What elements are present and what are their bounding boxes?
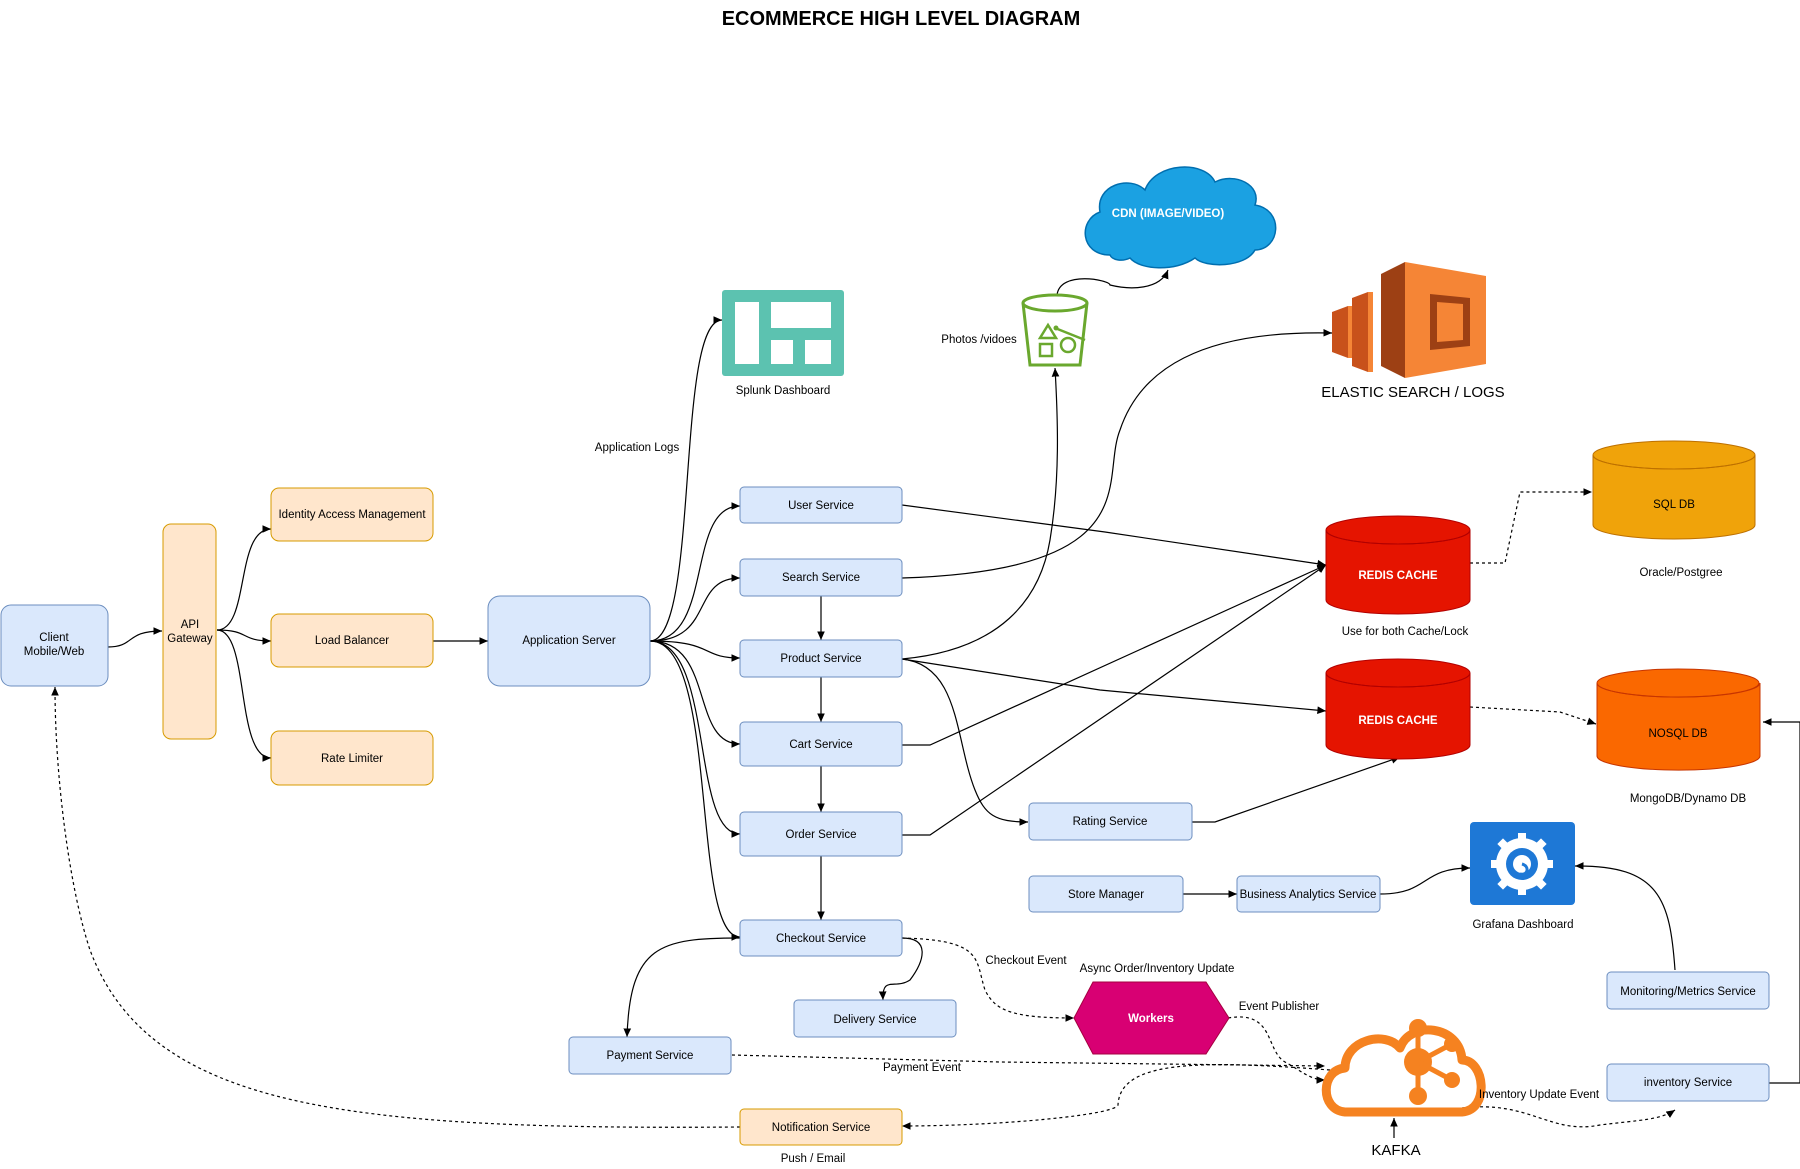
payment-event-label: Payment Event xyxy=(883,1062,962,1074)
product-service-node[interactable]: Product Service xyxy=(739,639,903,678)
cart-service-node[interactable]: Cart Service xyxy=(739,721,903,767)
inventory-service-label: inventory Service xyxy=(1644,1077,1732,1089)
rate-limiter-node[interactable]: Rate Limiter xyxy=(270,730,434,786)
client-label-line2: Mobile/Web xyxy=(24,646,85,658)
redis-cache-1-label: REDIS CACHE xyxy=(1358,570,1438,582)
elastic-label: ELASTIC SEARCH / LOGS xyxy=(1321,384,1504,401)
workers-node[interactable]: Workers xyxy=(1073,981,1230,1055)
business-analytics-label: Business Analytics Service xyxy=(1240,889,1377,901)
diagram-title: ECOMMERCE HIGH LEVEL DIAGRAM xyxy=(722,8,1081,30)
sql-note-label: Oracle/Postgree xyxy=(1639,567,1722,579)
sql-db-label: SQL DB xyxy=(1653,499,1695,511)
workers-label: Workers xyxy=(1128,1013,1174,1025)
splunk-label: Splunk Dashboard xyxy=(736,385,831,397)
store-manager-label: Store Manager xyxy=(1068,889,1144,901)
kafka-label: KAFKA xyxy=(1371,1142,1420,1159)
api-gateway-label-line1: API xyxy=(181,619,200,631)
checkout-service-label: Checkout Service xyxy=(776,933,866,945)
client-node[interactable]: Client Mobile/Web xyxy=(0,604,109,687)
async-update-label: Async Order/Inventory Update xyxy=(1080,963,1235,975)
iam-node[interactable]: Identity Access Management xyxy=(270,487,434,542)
delivery-service-node[interactable]: Delivery Service xyxy=(793,999,957,1038)
inventory-event-label: Inventory Update Event xyxy=(1479,1089,1600,1101)
inventory-service-node[interactable]: inventory Service xyxy=(1606,1063,1770,1102)
monitoring-service-node[interactable]: Monitoring/Metrics Service xyxy=(1606,971,1770,1010)
user-service-node[interactable]: User Service xyxy=(739,486,903,524)
order-service-label: Order Service xyxy=(786,829,857,841)
connectors xyxy=(51,269,1800,1138)
delivery-service-label: Delivery Service xyxy=(833,1014,916,1026)
notification-service-node[interactable]: Notification Service xyxy=(739,1108,903,1146)
grafana-label: Grafana Dashboard xyxy=(1472,919,1573,931)
product-service-label: Product Service xyxy=(780,653,861,665)
cdn-label: CDN (IMAGE/VIDEO) xyxy=(1112,208,1225,220)
nosql-db[interactable]: NOSQL DB xyxy=(1596,668,1761,771)
rating-service-label: Rating Service xyxy=(1073,816,1148,828)
redis-cache-1[interactable]: REDIS CACHE xyxy=(1325,515,1471,615)
notification-service-label: Notification Service xyxy=(772,1122,870,1134)
application-server-node[interactable]: Application Server xyxy=(487,595,651,687)
cart-service-label: Cart Service xyxy=(789,739,852,751)
payment-service-label: Payment Service xyxy=(607,1050,694,1062)
splunk-dashboard-icon xyxy=(722,290,844,376)
business-analytics-node[interactable]: Business Analytics Service xyxy=(1236,875,1381,913)
load-balancer-node[interactable]: Load Balancer xyxy=(270,613,434,668)
elastic-search-icon xyxy=(1332,262,1486,378)
store-manager-node[interactable]: Store Manager xyxy=(1028,875,1184,913)
push-email-label: Push / Email xyxy=(781,1153,846,1165)
photos-label: Photos /vidoes xyxy=(941,334,1017,346)
client-label-line1: Client xyxy=(39,632,69,644)
checkout-event-label: Checkout Event xyxy=(985,955,1067,967)
s3-bucket-icon xyxy=(1021,293,1089,367)
cdn-cloud[interactable]: CDN (IMAGE/VIDEO) xyxy=(1084,166,1277,269)
grafana-dashboard-icon xyxy=(1470,822,1575,905)
kafka-icon xyxy=(1321,1019,1486,1117)
app-logs-label: Application Logs xyxy=(595,442,680,454)
user-service-label: User Service xyxy=(788,500,854,512)
redis-note-label: Use for both Cache/Lock xyxy=(1342,626,1469,638)
nosql-db-label: NOSQL DB xyxy=(1648,728,1707,740)
rating-service-node[interactable]: Rating Service xyxy=(1028,802,1193,841)
rate-limiter-label: Rate Limiter xyxy=(321,753,383,765)
api-gateway-label-line2: Gateway xyxy=(167,633,213,645)
search-service-node[interactable]: Search Service xyxy=(739,558,903,597)
redis-cache-2[interactable]: REDIS CACHE xyxy=(1325,658,1471,760)
search-service-label: Search Service xyxy=(782,572,860,584)
checkout-service-node[interactable]: Checkout Service xyxy=(739,919,903,957)
monitoring-service-label: Monitoring/Metrics Service xyxy=(1620,986,1755,998)
order-service-node[interactable]: Order Service xyxy=(739,811,903,857)
api-gateway-node[interactable]: API Gateway xyxy=(162,523,217,740)
application-server-label: Application Server xyxy=(522,635,615,647)
event-publisher-label: Event Publisher xyxy=(1239,1001,1320,1013)
iam-label: Identity Access Management xyxy=(278,509,426,521)
payment-service-node[interactable]: Payment Service xyxy=(568,1036,732,1075)
sql-db[interactable]: SQL DB xyxy=(1592,440,1756,540)
nosql-note-label: MongoDB/Dynamo DB xyxy=(1630,793,1747,805)
redis-cache-2-label: REDIS CACHE xyxy=(1358,715,1438,727)
load-balancer-label: Load Balancer xyxy=(315,635,389,647)
